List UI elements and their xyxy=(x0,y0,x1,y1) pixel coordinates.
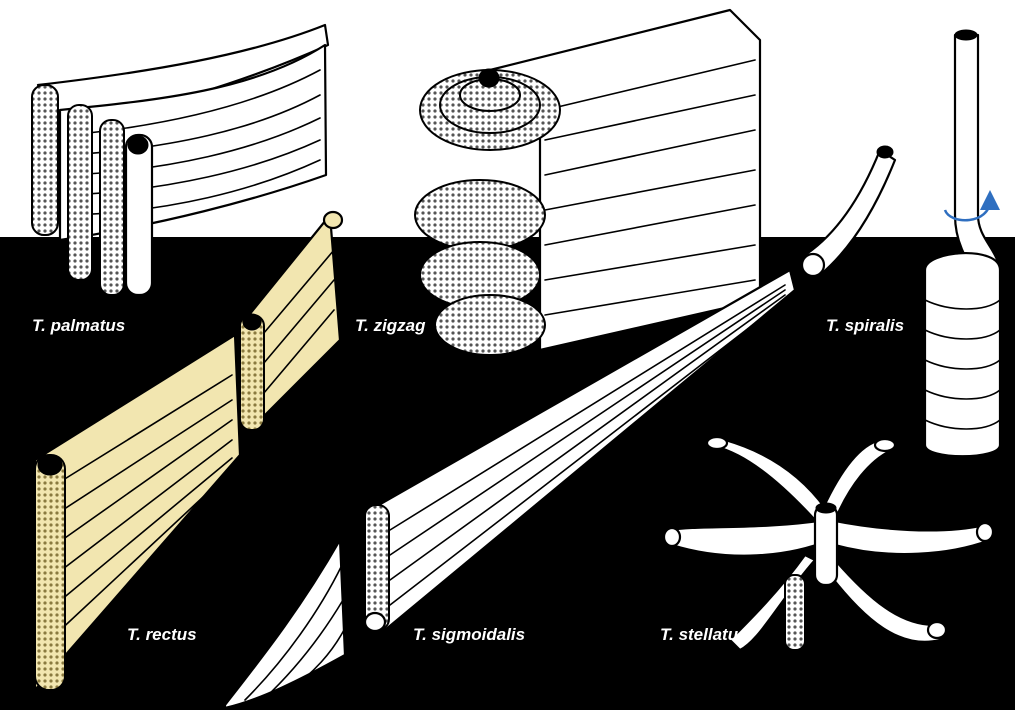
label-zigzag: T. zigzag xyxy=(355,316,426,335)
label-spiralis: T. spiralis xyxy=(826,316,904,335)
label-stellatus: T. stellatus xyxy=(660,625,748,644)
label-rectus: T. rectus xyxy=(127,625,197,644)
label-palmatus: T. palmatus xyxy=(32,316,125,335)
label-sigmoidalis: T. sigmoidalis xyxy=(413,625,525,644)
